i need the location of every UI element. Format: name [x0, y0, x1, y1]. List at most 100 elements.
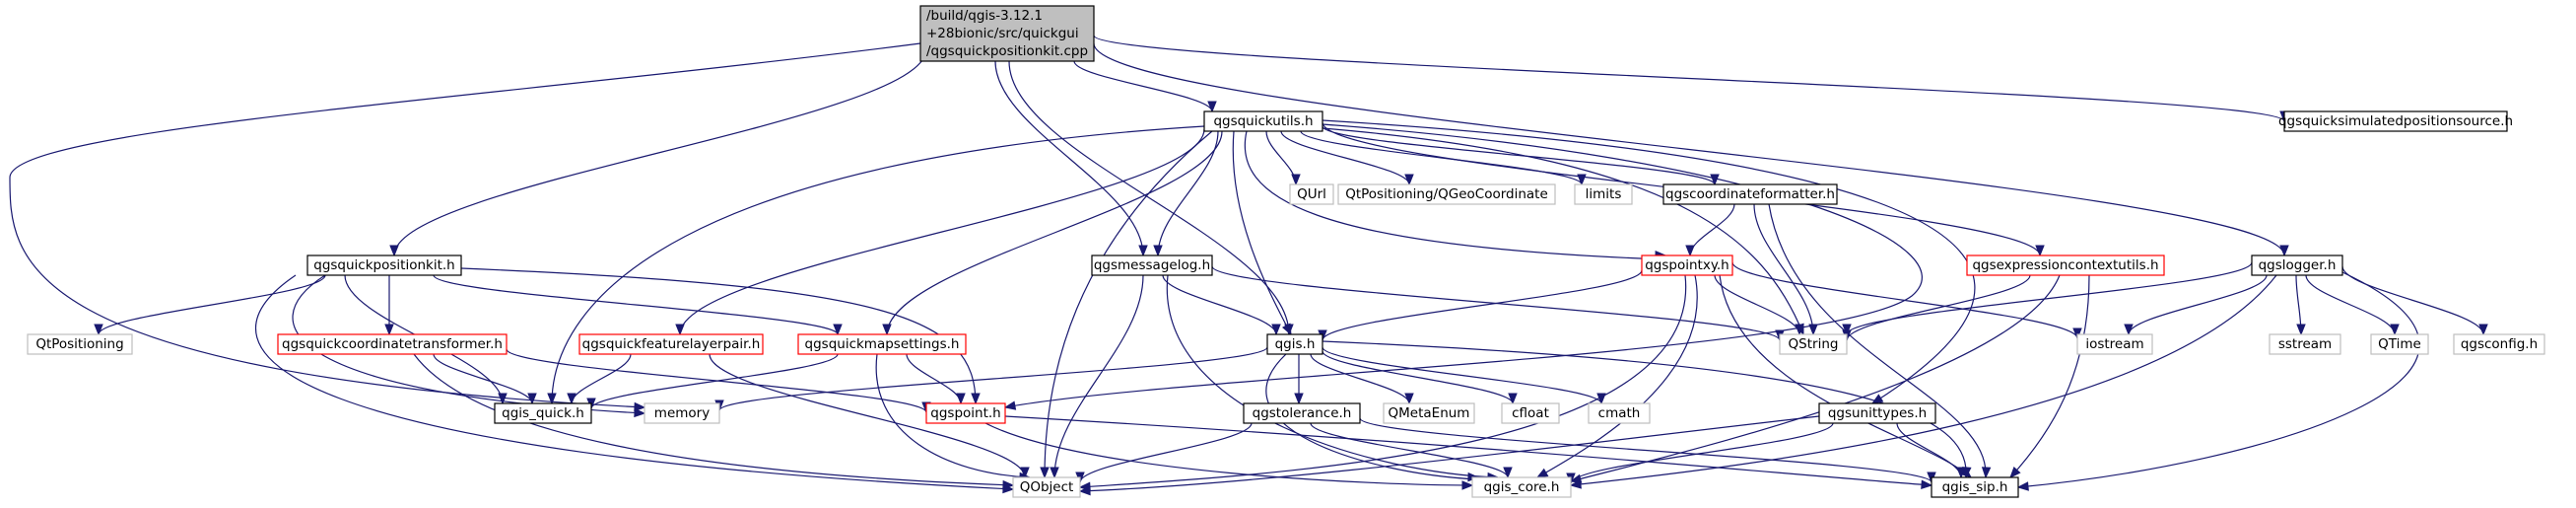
graph-edges [9, 35, 2488, 496]
edge-line [1053, 274, 1144, 478]
edge-root-to-logger [1093, 42, 2289, 257]
edge-root-to-positionkit [389, 48, 927, 257]
edge-arrowhead [1138, 245, 1148, 257]
node-simulated[interactable]: qgsquicksimulatedpositionsource.h [2278, 110, 2513, 132]
edge-line [1753, 203, 1814, 335]
node-qurl[interactable]: QUrl [1289, 183, 1334, 205]
node-label: qgsmessagelog.h [1094, 257, 1210, 273]
node-box [1266, 333, 1323, 355]
node-box [1931, 476, 2019, 498]
edge-arrowhead [1461, 480, 1474, 490]
node-qgiscore[interactable]: qgis_core.h [1471, 476, 1572, 498]
edge-arrowhead [882, 324, 892, 336]
node-label: qgstolerance.h [1253, 405, 1352, 421]
edge-line [875, 353, 1031, 478]
node-qgspoint[interactable]: qgspoint.h [925, 402, 1006, 424]
edge-line [1079, 422, 1253, 483]
edge-mapsettings-to-qgspoint [906, 353, 966, 405]
node-cfloat[interactable]: cfloat [1501, 402, 1560, 424]
node-label: qgsquickpositionkit.h [313, 257, 454, 273]
node-pointxy[interactable]: qgspointxy.h [1641, 254, 1733, 276]
node-qgsconfig[interactable]: qgsconfig.h [2453, 333, 2545, 355]
node-sstream[interactable]: sstream [2269, 333, 2341, 355]
node-box [1383, 402, 1475, 424]
edge-line [718, 346, 1268, 411]
edge-arrowhead [1207, 101, 1217, 113]
edge-messagelog-to-qgiscore [1166, 274, 1500, 482]
edge-line [2128, 274, 2268, 335]
node-mapsettings[interactable]: qgsquickmapsettings.h [797, 333, 967, 355]
node-box [1818, 402, 1936, 424]
edge-line [984, 422, 1473, 486]
node-label: qgis.h [1275, 336, 1316, 352]
node-logger[interactable]: qgslogger.h [2251, 254, 2343, 276]
node-label: iostream [2085, 336, 2143, 352]
node-geocoord[interactable]: QtPositioning/QGeoCoordinate [1337, 183, 1556, 205]
node-limits[interactable]: limits [1574, 183, 1633, 205]
node-qgis[interactable]: qgis.h [1266, 333, 1323, 355]
edge-arrowhead [1685, 245, 1695, 257]
node-unittypes[interactable]: qgsunittypes.h [1818, 402, 1936, 424]
edge-logger-to-qtime [2305, 274, 2400, 336]
edge-logger-to-iostream [2124, 274, 2268, 336]
edge-line [433, 274, 839, 335]
node-box [797, 333, 967, 355]
edge-arrowhead [1921, 479, 1933, 489]
node-qgstolerance[interactable]: qgstolerance.h [1243, 402, 1361, 424]
node-box [1574, 183, 1633, 205]
node-qgsquickutils[interactable]: qgsquickutils.h [1203, 110, 1323, 132]
edge-line [1265, 353, 1479, 480]
edge-arrowhead [527, 393, 537, 405]
edge-line [1322, 340, 1967, 478]
node-coordtransformer[interactable]: qgsquickcoordinatetransformer.h [277, 333, 508, 355]
node-featurelayerpair[interactable]: qgsquickfeaturelayerpair.h [578, 333, 764, 355]
node-qstring[interactable]: QString [1779, 333, 1848, 355]
edge-line [679, 128, 1205, 335]
node-messagelog[interactable]: qgsmessagelog.h [1091, 254, 1213, 276]
edge-logger-to-qgsconfig [2341, 265, 2488, 336]
node-box [1501, 402, 1560, 424]
node-coordformatter[interactable]: qgscoordinateformatter.h [1662, 183, 1838, 205]
edge-arrowhead [1508, 393, 1518, 405]
node-box [2269, 333, 2341, 355]
node-box [277, 333, 508, 355]
node-label: QMetaEnum [1389, 405, 1470, 421]
edge-coordtransformer-to-qgisquick [433, 353, 537, 405]
edge-mapsettings-to-qgisquick [586, 353, 839, 410]
node-label: qgsquicksimulatedpositionsource.h [2278, 113, 2513, 129]
node-cmath[interactable]: cmath [1588, 402, 1651, 424]
edge-line [590, 353, 839, 409]
node-box [925, 402, 1006, 424]
edge-line [1079, 274, 1687, 488]
edge-line [413, 353, 1014, 486]
node-iostream[interactable]: iostream [2076, 333, 2153, 355]
edge-arrowhead [1271, 324, 1281, 336]
node-label: cmath [1598, 405, 1641, 421]
node-box [1966, 254, 2165, 276]
node-exprctx[interactable]: qgsexpressioncontextutils.h [1966, 254, 2165, 276]
edge-qgstolerance-to-qobject [1075, 422, 1253, 484]
node-label: qgis_core.h [1484, 479, 1560, 495]
node-qmetaenum[interactable]: QMetaEnum [1383, 402, 1475, 424]
edge-root-to-qgsquickutils [1073, 60, 1217, 113]
node-qgisquick[interactable]: qgis_quick.h [494, 402, 592, 424]
node-qtime[interactable]: QTime [2370, 333, 2429, 355]
edge-arrowhead [2296, 324, 2306, 336]
edge-qgis-to-memory [714, 346, 1268, 412]
node-qobject[interactable]: QObject [1012, 476, 1081, 498]
edge-line [551, 125, 1205, 404]
edge-line [2305, 274, 2396, 335]
node-label: sstream [2278, 336, 2332, 352]
edge-line [1846, 261, 2253, 335]
node-memory[interactable]: memory [644, 402, 720, 424]
node-label: qgsquickmapsettings.h [805, 336, 960, 352]
edge-line [393, 48, 927, 256]
node-qtpositioning[interactable]: QtPositioning [27, 333, 133, 355]
node-positionkit[interactable]: qgsquickpositionkit.h [306, 254, 462, 276]
edge-line [1322, 346, 1602, 404]
edge-arrowhead [1981, 467, 1992, 479]
edge-line [1280, 130, 1410, 185]
edge-coordformatter-to-qstring [1753, 203, 1818, 336]
node-qgissip[interactable]: qgis_sip.h [1931, 476, 2019, 498]
edge-logger-to-qgiscore [1569, 274, 2277, 489]
